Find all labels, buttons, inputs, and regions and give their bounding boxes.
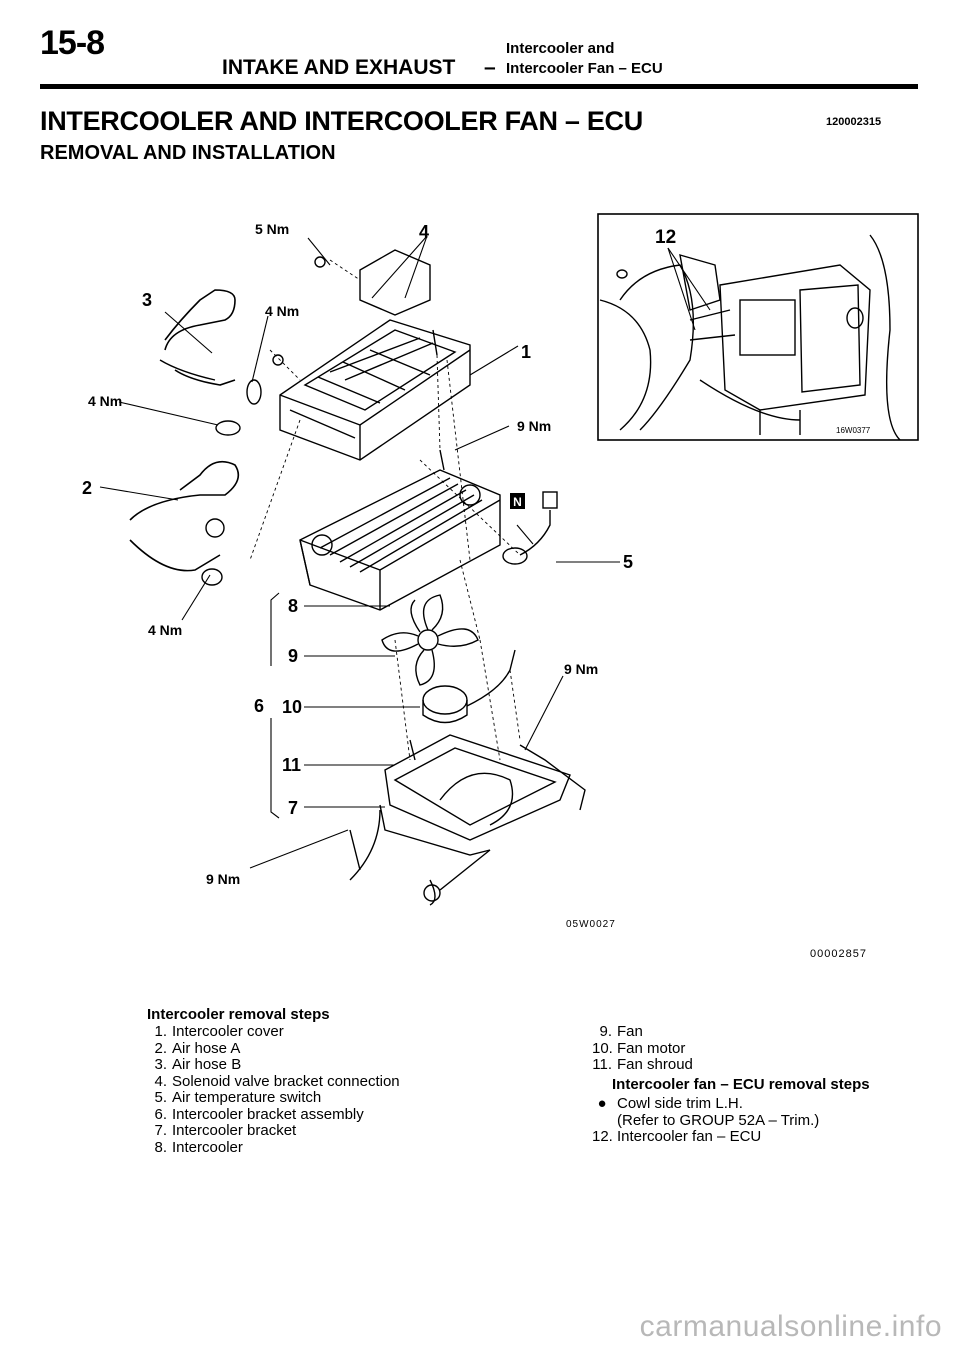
hose-clamp-2	[246, 379, 262, 405]
list-item: 5.Air temperature switch	[154, 1089, 322, 1106]
list-item: 10.Fan motor	[592, 1039, 686, 1057]
torque-5nm: 5 Nm	[255, 221, 289, 237]
new-part-marker-label: N	[513, 495, 522, 509]
intercooler-illustration	[299, 469, 501, 611]
inset-frame	[597, 213, 919, 441]
torque-4nm-lower: 4 Nm	[148, 622, 182, 638]
air-hose-b-illustration	[164, 289, 236, 386]
callout-12: 12	[655, 227, 676, 248]
fan-illustration	[381, 594, 479, 686]
list-item: 11.Fan shroud	[592, 1056, 693, 1073]
removal-steps-right: 9.Fan 10.Fan motor 11.Fan shroud	[592, 1023, 693, 1074]
section-subtitle-line2: Intercooler Fan – ECU	[506, 60, 663, 77]
list-item: 4.Solenoid valve bracket connection	[154, 1072, 400, 1090]
list-item: 9.Fan	[599, 1023, 643, 1040]
list-item: 6.Intercooler bracket assembly	[154, 1105, 364, 1123]
bracket-illustration	[349, 809, 491, 906]
document-code: 120002315	[826, 116, 882, 128]
callout-5: 5	[623, 552, 633, 572]
figure-code: 00002857	[810, 948, 867, 960]
ecu-illustration	[599, 234, 901, 441]
main-figure-code: 05W0027	[566, 919, 616, 930]
torque-9nm-cover: 9 Nm	[517, 418, 551, 434]
header-rule	[40, 84, 918, 89]
section-dash: –	[484, 56, 496, 79]
list-item: 12.Intercooler fan – ECU	[592, 1128, 762, 1145]
removal-steps-left: 1.Intercooler cover 2.Air hose A 3.Air h…	[147, 1023, 400, 1156]
removal-steps-heading: Intercooler removal steps	[147, 1006, 330, 1023]
temperature-switch-illustration	[519, 510, 551, 556]
intercooler-cover-illustration	[279, 319, 471, 461]
fan-motor-illustration	[422, 685, 468, 715]
hose-clamp-4	[201, 568, 223, 586]
list-item-note: (Refer to GROUP 52A – Trim.)	[617, 1111, 820, 1129]
inset-code: 16W0377	[836, 426, 871, 435]
callout-11: 11	[282, 755, 301, 775]
list-item: 1.Intercooler cover	[154, 1023, 284, 1040]
air-hose-a-illustration	[129, 460, 240, 572]
list-item: 8.Intercooler	[154, 1138, 243, 1156]
callout-6: 6	[254, 696, 264, 716]
hose-clamp-3	[205, 518, 225, 538]
torque-4nm-upper: 4 Nm	[265, 303, 299, 319]
callout-4: 4	[419, 222, 429, 242]
callout-1: 1	[521, 342, 531, 362]
callout-10: 10	[282, 697, 302, 717]
section-title: INTAKE AND EXHAUST	[222, 56, 456, 79]
callout-2: 2	[82, 478, 92, 498]
ecu-removal-steps: ●Cowl side trim L.H. (Refer to GROUP 52A…	[592, 1095, 820, 1146]
exploded-diagram: N 1 2 3 4 5 6 7 8 9 10 11 12 5 Nm 4 Nm 4…	[82, 213, 919, 960]
air-hose-b-edge	[159, 359, 216, 381]
fan-shroud-illustration	[379, 734, 586, 856]
ecu-removal-steps-heading: Intercooler fan – ECU removal steps	[612, 1076, 870, 1093]
callout-8: 8	[288, 596, 298, 616]
watermark: carmanualsonline.info	[639, 1310, 942, 1343]
callout-3: 3	[142, 290, 152, 310]
page-subtitle: REMOVAL AND INSTALLATION	[40, 142, 336, 164]
bullet-icon: ●	[597, 1095, 607, 1112]
new-part-marker	[510, 493, 525, 509]
list-item: 2.Air hose A	[154, 1039, 241, 1057]
hose-clamp-1	[215, 420, 241, 436]
solenoid-bracket-illustration	[359, 249, 431, 316]
list-item: 7.Intercooler bracket	[154, 1122, 297, 1139]
page-number: 15-8	[40, 24, 105, 62]
torque-4nm-left: 4 Nm	[88, 393, 122, 409]
torque-9nm-bottom: 9 Nm	[206, 871, 240, 887]
list-item: ●Cowl side trim L.H.	[592, 1095, 819, 1113]
section-subtitle-line1: Intercooler and	[506, 40, 615, 57]
torque-9nm-right: 9 Nm	[564, 661, 598, 677]
list-item: 3.Air hose B	[154, 1056, 242, 1073]
callout-7: 7	[288, 798, 298, 818]
callout-9: 9	[288, 646, 298, 666]
page-title: INTERCOOLER AND INTERCOOLER FAN – ECU	[40, 106, 643, 136]
